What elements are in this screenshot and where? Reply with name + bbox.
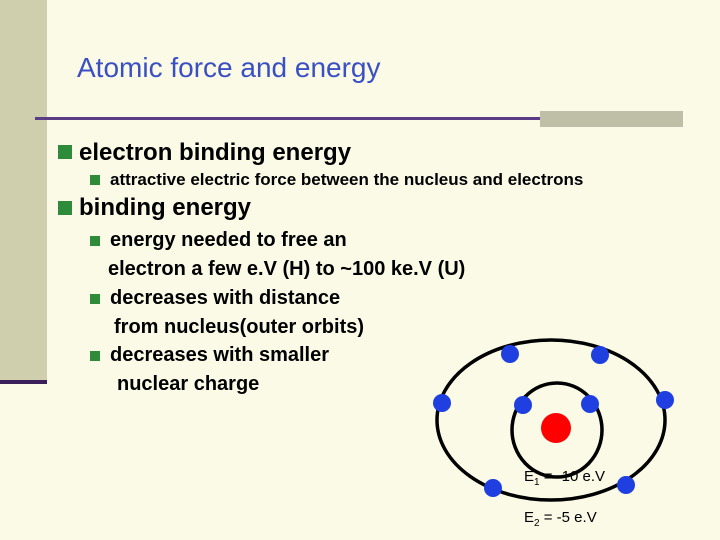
sub-bullet-square-icon <box>90 351 100 361</box>
sub-bullet-line: decreases with smaller <box>110 344 330 366</box>
sub-bullet-square-icon <box>90 294 100 304</box>
bullet-binding-energy: binding energy <box>79 194 252 221</box>
electron <box>514 396 532 414</box>
e1-value: = -10 e.V <box>539 468 606 485</box>
electron <box>501 345 519 363</box>
electron <box>617 476 635 494</box>
sub-bullet-line: electron a few e.V (H) to ~100 ke.V (U) <box>108 258 466 280</box>
sub-bullet-attractive-force: attractive electric force between the nu… <box>110 170 584 189</box>
bullet-square-icon <box>58 201 72 215</box>
electron <box>484 479 502 497</box>
energy-label-e1: E1 = -10 e.V <box>524 468 605 488</box>
bullet-electron-binding-energy: electron binding energy <box>79 139 352 166</box>
left-accent-line <box>0 380 47 384</box>
outer-orbit <box>435 338 667 502</box>
e1-symbol: E <box>524 468 535 485</box>
sub-bullet-square-icon <box>90 175 100 185</box>
electron <box>433 394 451 412</box>
slide-title: Atomic force and energy <box>77 52 381 83</box>
sub-bullet-line: nuclear charge <box>117 373 260 395</box>
sub-bullet-line: energy needed to free an <box>110 229 347 251</box>
nucleus <box>541 413 571 443</box>
e2-value: = -5 e.V <box>539 509 597 526</box>
electron <box>581 395 599 413</box>
left-accent-band <box>0 0 47 382</box>
e2-subscript: 2 <box>534 518 540 529</box>
e1-subscript: 1 <box>534 477 540 488</box>
sub-bullet-square-icon <box>90 236 100 246</box>
title-rule <box>35 117 540 120</box>
inner-orbit <box>510 381 604 479</box>
e2-symbol: E <box>524 509 535 526</box>
energy-label-e2: E2 = -5 e.V <box>524 509 597 529</box>
bullet-square-icon <box>58 145 72 159</box>
title-rule-accent <box>540 111 683 127</box>
sub-bullet-line: from nucleus(outer orbits) <box>114 316 365 338</box>
electron <box>656 391 674 409</box>
sub-bullet-line: decreases with distance <box>110 287 341 309</box>
electron <box>591 346 609 364</box>
